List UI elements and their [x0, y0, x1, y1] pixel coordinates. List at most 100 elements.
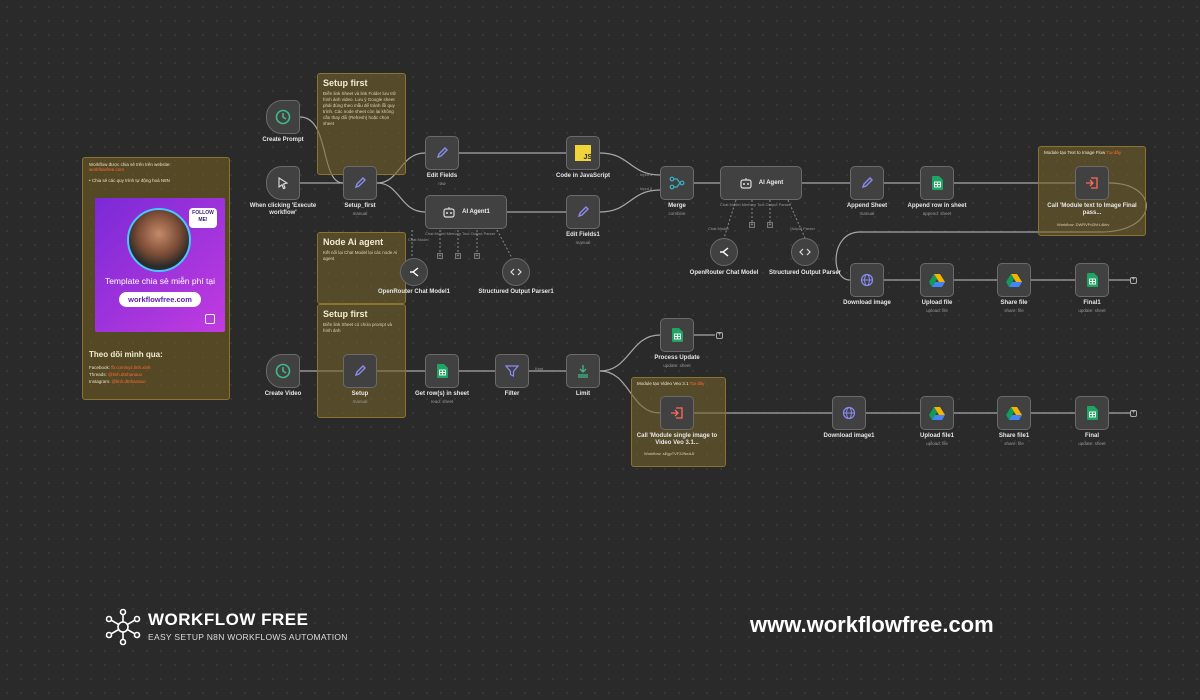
social-facebook[interactable]: Facebook: fb.com/xyz.linh.xinh: [89, 365, 151, 370]
node-merge[interactable]: [660, 166, 694, 200]
node-setup-first[interactable]: [343, 166, 377, 200]
info-bullet: • Chia sẻ các quy trình tự động hoá N8N: [89, 178, 170, 183]
node-code-javascript[interactable]: JS: [566, 136, 600, 170]
add-node-button[interactable]: +: [716, 332, 723, 339]
node-create-video[interactable]: [266, 354, 300, 388]
social-instagram[interactable]: Instagram: @linh.dtnhanauo: [89, 379, 146, 384]
google-sheets-icon: [436, 364, 448, 378]
svg-text:JS: JS: [584, 154, 592, 161]
openrouter-icon: [408, 266, 420, 278]
brand-name: WORKFLOW FREE: [148, 610, 309, 629]
node-upload-file[interactable]: [920, 263, 954, 297]
add-tool-button[interactable]: +: [455, 253, 461, 259]
promo-banner: FOLLOW ME! Template chia sẻ miễn phí tại…: [95, 198, 225, 332]
node-append-row-sheet[interactable]: [920, 166, 954, 200]
google-sheets-icon: [1086, 406, 1098, 420]
node-inline-label: AI Agent: [758, 180, 784, 186]
pencil-icon: [576, 205, 590, 219]
info-link[interactable]: workflowfree.com: [89, 167, 125, 172]
node-manual-trigger[interactable]: [266, 166, 300, 200]
node-call-module-video[interactable]: [660, 396, 694, 430]
sticky-title: Module tạo Video Veo 3.1: [637, 381, 689, 386]
code-brackets-icon: [799, 246, 811, 258]
clock-icon: [275, 109, 291, 125]
node-create-prompt[interactable]: [266, 100, 300, 134]
clock-icon: [275, 363, 291, 379]
node-share-file[interactable]: [997, 263, 1031, 297]
pencil-icon: [353, 176, 367, 190]
node-final[interactable]: [1075, 396, 1109, 430]
add-node-button[interactable]: +: [1130, 277, 1137, 284]
robot-icon: [442, 206, 456, 218]
node-label: Call 'Module text to Image Final pass...: [1047, 203, 1137, 216]
port-label: Chat Model Memory Tool Output Parser: [425, 231, 496, 236]
add-tool-button[interactable]: +: [767, 222, 773, 228]
robot-icon: [739, 177, 753, 189]
node-openrouter-chat-model[interactable]: [710, 238, 738, 266]
javascript-icon: JS: [575, 145, 591, 161]
social-links: Facebook: fb.com/xyz.linh.xinh Threads: …: [89, 364, 151, 385]
execute-workflow-icon: [670, 406, 684, 420]
google-sheets-icon: [1086, 273, 1098, 287]
add-tool-button[interactable]: +: [474, 253, 480, 259]
node-setup[interactable]: [343, 354, 377, 388]
node-label: Limit: [575, 391, 591, 397]
node-edit-fields1[interactable]: [566, 195, 600, 229]
node-label: OpenRouter Chat Model: [689, 270, 759, 276]
node-label: Create Video: [264, 391, 302, 397]
node-call-module-text[interactable]: [1075, 166, 1109, 200]
add-memory-button[interactable]: +: [749, 222, 755, 228]
node-final1[interactable]: [1075, 263, 1109, 297]
social-threads[interactable]: Threads: @linh.dtnhanauo: [89, 372, 143, 377]
pencil-icon: [860, 176, 874, 190]
node-label: Call 'Module single image to Video Veo 3…: [636, 433, 718, 446]
add-memory-button[interactable]: +: [437, 253, 443, 259]
node-label: Structured Output Parser: [768, 270, 841, 276]
sticky-title: Node Ai agent: [323, 237, 384, 247]
sticky-title: Setup first: [323, 78, 368, 88]
merge-icon: [669, 176, 685, 190]
instagram-icon: [205, 314, 215, 324]
node-append-sheet[interactable]: [850, 166, 884, 200]
node-structured-parser[interactable]: [791, 238, 819, 266]
sticky-module-text-to-image[interactable]: Module tạo Text to Image Flow Tại đây Wo…: [1038, 146, 1146, 236]
sticky-link[interactable]: Tại đây: [689, 381, 705, 386]
sticky-setup-first[interactable]: Setup first Điền link Sheet và link Fold…: [317, 73, 406, 175]
node-openrouter-chat-model1[interactable]: [400, 258, 428, 286]
node-edit-fields[interactable]: [425, 136, 459, 170]
node-label: Create Prompt: [262, 137, 304, 143]
sticky-link[interactable]: Tại đây: [1106, 150, 1122, 155]
sticky-node-ai-agent[interactable]: Node Ai agent Kết nối lại Chat Model lại…: [317, 232, 406, 304]
node-structured-parser1[interactable]: [502, 258, 530, 286]
sticky-footer: Workflow: DWRVPd3VrL4khv: [1057, 222, 1110, 227]
follow-title: Theo dõi mình qua:: [89, 350, 163, 359]
node-ai-agent1[interactable]: AI Agent1: [425, 195, 507, 229]
node-share-file1[interactable]: [997, 396, 1031, 430]
google-drive-icon: [929, 273, 945, 287]
node-upload-file1[interactable]: [920, 396, 954, 430]
node-ai-agent[interactable]: AI Agent: [720, 166, 802, 200]
port-label: Input 1: [640, 172, 653, 177]
node-limit[interactable]: [566, 354, 600, 388]
port-label: Chat Model: [708, 226, 729, 231]
pencil-icon: [353, 364, 367, 378]
node-filter[interactable]: [495, 354, 529, 388]
node-process-update[interactable]: [660, 318, 694, 352]
node-download-image1[interactable]: [832, 396, 866, 430]
avatar: [127, 208, 191, 272]
info-sticky-panel: Workflow được chia sẻ trên trên website:…: [82, 157, 230, 400]
add-node-button[interactable]: +: [1130, 410, 1137, 417]
node-download-image[interactable]: [850, 263, 884, 297]
code-brackets-icon: [510, 266, 522, 278]
sticky-title: Module tạo Text to Image Flow: [1044, 150, 1106, 155]
node-get-rows-sheet[interactable]: [425, 354, 459, 388]
